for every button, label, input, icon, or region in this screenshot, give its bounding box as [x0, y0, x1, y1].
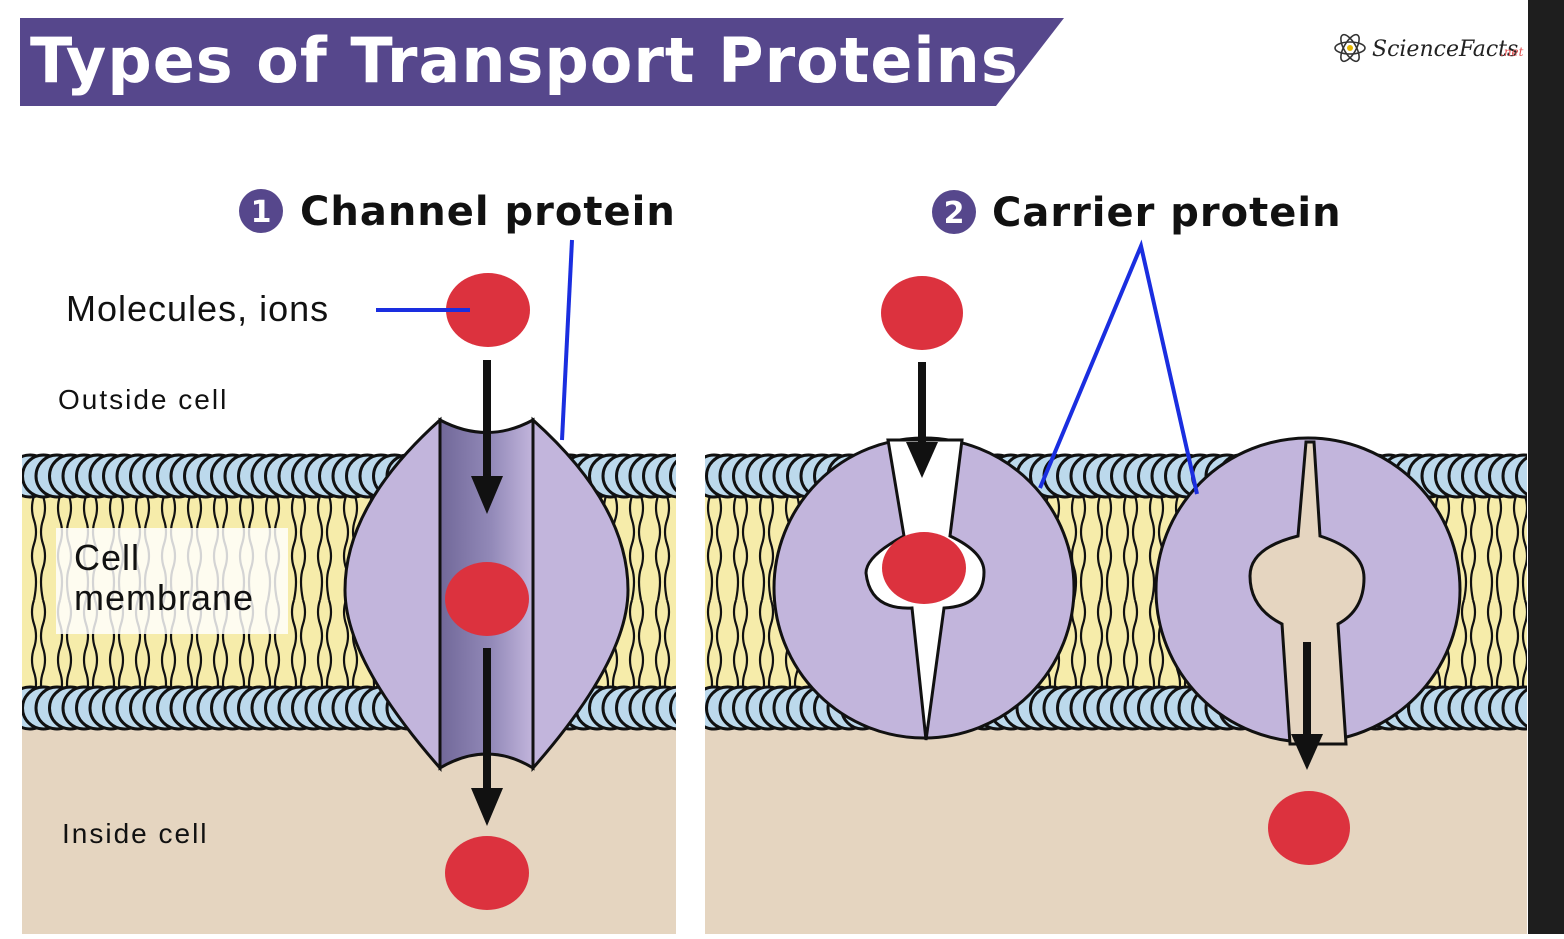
- banner-shape: [20, 18, 1064, 106]
- screen-edge: [1528, 0, 1564, 934]
- molecule-in-channel: [445, 562, 529, 636]
- carrier-protein-title: Carrier protein: [992, 190, 1342, 236]
- cytoplasm-left: [22, 700, 676, 934]
- molecules-ions-label: Molecules, ions: [66, 288, 329, 329]
- channel-pointer-line: [560, 239, 574, 441]
- phospholipid-head: [655, 685, 676, 731]
- molecule-inside-carrier: [1268, 791, 1350, 865]
- channel-right-half: [531, 416, 630, 772]
- membrane-label-line2: membrane: [74, 577, 254, 618]
- membrane-label-line1: Cell: [74, 537, 140, 578]
- carrier-pointer-lines: [1038, 239, 1199, 495]
- inside-cell-label: Inside cell: [62, 818, 209, 849]
- cytoplasm-right: [705, 700, 1527, 934]
- molecule-outside-carrier: [881, 276, 963, 350]
- carrier-protein-open-outside: [772, 436, 1076, 741]
- arrow-down-icon: [1291, 642, 1323, 770]
- phospholipid-head: [1515, 456, 1527, 496]
- molecule-in-carrier: [882, 532, 966, 604]
- number-2: 2: [944, 196, 965, 231]
- number-badge-2: [932, 190, 976, 234]
- sciencefacts-logo: ScienceFacts .net: [1334, 33, 1524, 63]
- phospholipid-heads-outer: [22, 453, 676, 499]
- title-banner: Types of Transport Proteins: [20, 18, 1064, 106]
- molecule-inside-channel: [445, 836, 529, 910]
- channel-protein-title: Channel protein: [300, 189, 676, 235]
- number-1: 1: [251, 195, 272, 230]
- channel-protein-panel: 1 Channel protein Cell membrane: [22, 189, 676, 934]
- page-title: Types of Transport Proteins: [30, 24, 1019, 97]
- membrane-label-box: [56, 528, 288, 634]
- phospholipid-head: [669, 691, 676, 725]
- molecule-outside-channel: [446, 273, 530, 347]
- logo-suffix: .net: [1500, 45, 1524, 59]
- phospholipid-heads-inner: [22, 685, 676, 731]
- arrow-down-icon: [471, 360, 503, 514]
- outside-cell-label: Outside cell: [58, 384, 228, 415]
- phospholipid-head: [655, 453, 676, 499]
- carrier-protein-panel: 2 Carrier protein: [705, 190, 1527, 934]
- channel-left-half: [343, 416, 442, 772]
- arrow-down-icon: [471, 648, 503, 826]
- channel-protein: [343, 416, 630, 772]
- arrow-down-icon: [906, 362, 938, 478]
- atom-icon: [1334, 33, 1366, 63]
- phospholipid-head: [1515, 688, 1527, 728]
- number-badge-1: [239, 189, 283, 233]
- phospholipid-head: [669, 459, 676, 493]
- logo-text: ScienceFacts: [1372, 37, 1518, 62]
